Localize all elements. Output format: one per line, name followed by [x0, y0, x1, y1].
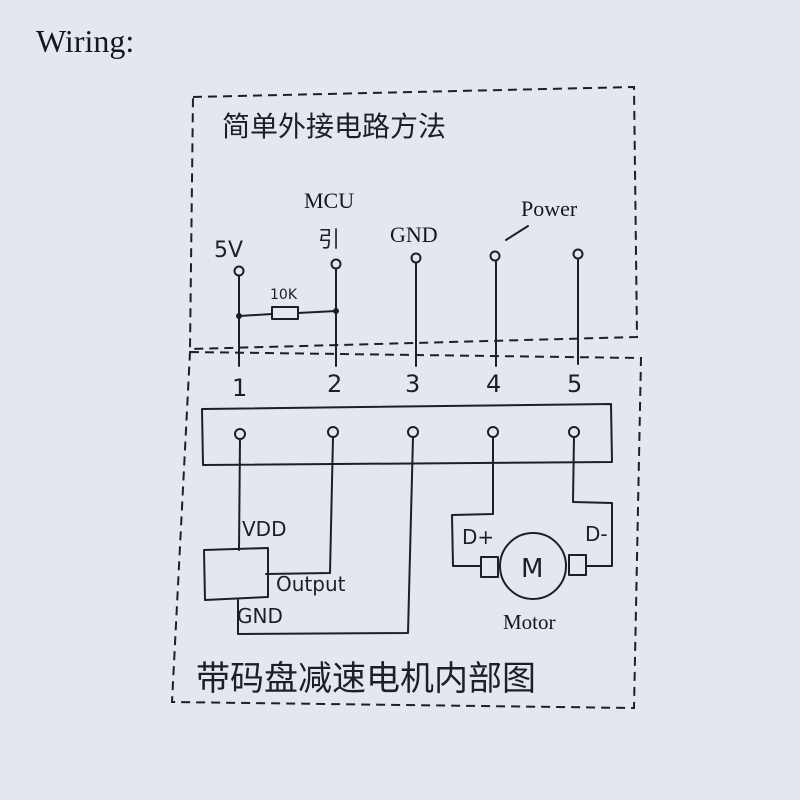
label-5v: 5V — [214, 238, 243, 263]
motor-circle — [499, 532, 567, 600]
pin-number-1: 1 — [232, 374, 247, 402]
label-power: Power — [521, 196, 578, 221]
terminal-5v — [233, 265, 245, 277]
wire-vdd — [238, 438, 241, 551]
encoder-box — [203, 547, 269, 601]
wire-output — [265, 436, 334, 575]
terminal-mcu — [330, 258, 342, 270]
wire-d-minus — [572, 436, 613, 567]
terminal-gnd — [410, 252, 422, 264]
internal-diagram-box — [170, 350, 643, 710]
wire-gnd — [237, 436, 414, 635]
connector-hole-2 — [327, 426, 339, 438]
motor-d-plus-label: D+ — [462, 525, 494, 549]
power-pointer-line — [505, 225, 529, 241]
resistor-label: 10K — [270, 287, 298, 303]
terminal-power-2 — [572, 248, 584, 260]
connector-hole-4 — [487, 426, 499, 438]
wire-d-plus — [451, 436, 494, 567]
motor-label: Motor — [503, 610, 556, 634]
label-pin: 引 — [318, 228, 340, 253]
motor-symbol: M — [521, 554, 543, 584]
external-circuit-title: 简单外接电路方法 — [222, 110, 446, 143]
encoder-vdd-label: VDD — [242, 517, 286, 541]
resistor-10k — [271, 306, 299, 320]
motor-terminal-left — [480, 556, 499, 578]
pin-number-3: 3 — [405, 370, 420, 398]
connector-block — [201, 403, 613, 466]
resistor-lead-right — [297, 310, 337, 314]
motor-terminal-right — [568, 554, 587, 576]
connector-hole-5 — [568, 426, 580, 438]
encoder-gnd-label: GND — [237, 604, 283, 628]
external-circuit-box — [188, 85, 639, 351]
terminal-power-1 — [489, 250, 501, 262]
label-gnd: GND — [390, 222, 438, 247]
label-mcu: MCU — [304, 188, 354, 213]
pin-number-2: 2 — [327, 370, 342, 398]
motor-d-minus-label: D- — [585, 522, 608, 546]
resistor-lead-left — [238, 313, 273, 317]
internal-diagram-title: 带码盘减速电机内部图 — [196, 659, 536, 699]
connector-hole-3 — [407, 426, 419, 438]
connector-hole-1 — [234, 428, 246, 440]
heading: Wiring: — [36, 23, 134, 59]
encoder-output-label: Output — [276, 572, 346, 596]
pin-number-4: 4 — [486, 370, 501, 398]
pin-number-5: 5 — [567, 370, 582, 398]
